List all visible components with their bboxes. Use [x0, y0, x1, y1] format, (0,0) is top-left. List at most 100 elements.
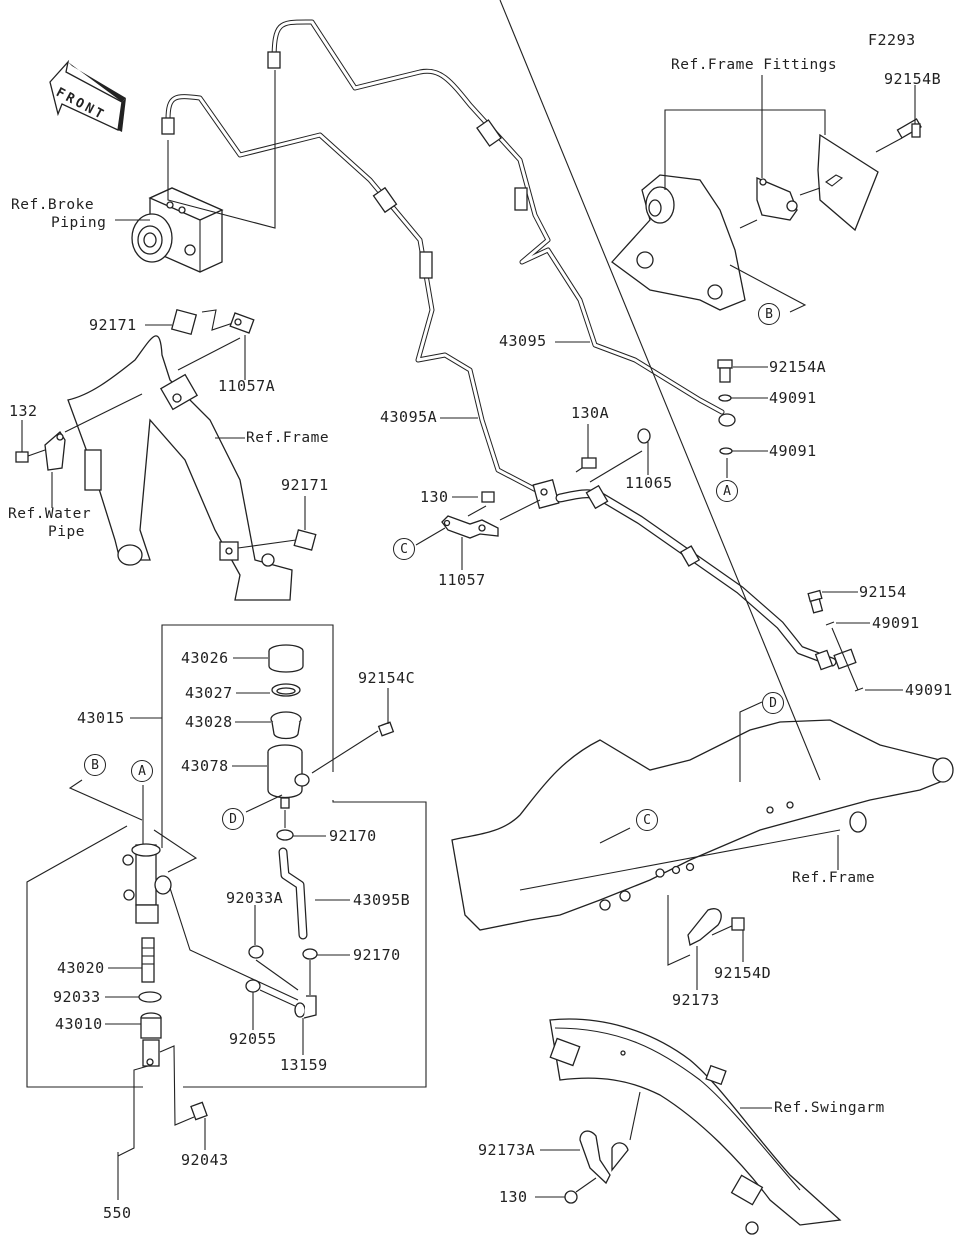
part-92154D[interactable]: 92154D: [714, 964, 772, 982]
bolt-130A-part: [575, 457, 597, 473]
grommet-11065-part: [637, 428, 651, 444]
clamp-92173-part: [687, 908, 722, 946]
leader-callout-B-lower-b: [153, 829, 198, 873]
diaphragm-43028-part: [270, 711, 302, 740]
part-43015[interactable]: 43015: [77, 709, 125, 727]
banjo-bolt-92154-part: [807, 589, 824, 614]
part-43095A[interactable]: 43095A: [380, 408, 438, 426]
part-49091-c[interactable]: 49091: [872, 614, 920, 632]
leader-92043-link: [159, 1045, 195, 1126]
leader-92154C-link: [311, 730, 379, 774]
leader-callout-B-top: [729, 264, 807, 313]
group-box-43015-left: [26, 825, 143, 1088]
washer-49091-c-part: [825, 621, 835, 626]
oring-92055-part: [245, 979, 261, 993]
bracket-11057-part: [441, 515, 499, 539]
part-43027[interactable]: 43027: [185, 684, 233, 702]
part-92033A[interactable]: 92033A: [226, 889, 284, 907]
leader-frame-fittings-group: [664, 109, 826, 190]
part-92170-b[interactable]: 92170: [353, 946, 401, 964]
part-11057A[interactable]: 11057A: [218, 377, 276, 395]
ref-brake-piping-line2: Piping: [51, 215, 107, 231]
part-49091-b[interactable]: 49091: [769, 442, 817, 460]
water-pipe-clip-part: [44, 431, 66, 471]
part-13159[interactable]: 13159: [280, 1056, 328, 1074]
banjo-bolt-92154A-part: [717, 359, 733, 383]
part-43095[interactable]: 43095: [499, 332, 547, 350]
leader-92033A-link: [255, 959, 299, 991]
part-43078[interactable]: 43078: [181, 757, 229, 775]
leader-130-bottom-link: [575, 1177, 597, 1193]
leader-callout-C-frame: [599, 827, 631, 844]
frame-upper-part: [67, 335, 293, 601]
leader-callout-B-lower-a: [68, 779, 143, 821]
leader-92173A-link: [629, 1091, 641, 1141]
part-11057[interactable]: 11057: [438, 571, 486, 589]
part-92154C[interactable]: 92154C: [358, 669, 416, 687]
ref-water-pipe-line1: Ref.Water: [8, 506, 92, 522]
part-49091-a[interactable]: 49091: [769, 389, 817, 407]
bolt-130-top-part: [481, 491, 495, 503]
frame-lower-part: [451, 0, 954, 931]
part-43010[interactable]: 43010: [55, 1015, 103, 1033]
ref-frame-fittings: Ref.Frame Fittings: [671, 57, 838, 73]
master-cylinder-part: [122, 843, 172, 924]
ref-frame-upper: Ref.Frame: [246, 430, 330, 446]
part-92170-a[interactable]: 92170: [329, 827, 377, 845]
leader-130-top-link: [467, 505, 487, 517]
part-92171-mid[interactable]: 92171: [281, 476, 329, 494]
part-92055[interactable]: 92055: [229, 1030, 277, 1048]
part-49091-d[interactable]: 49091: [905, 681, 953, 699]
part-550[interactable]: 550: [103, 1204, 132, 1222]
washer-49091-d-part: [854, 687, 864, 692]
push-rod-43010-part: [140, 1012, 162, 1067]
leader-132-link: [27, 449, 46, 457]
part-92171-top[interactable]: 92171: [89, 316, 137, 334]
part-130-top[interactable]: 130: [420, 488, 449, 506]
part-130-bottom[interactable]: 130: [499, 1188, 528, 1206]
bolt-130-bottom-part: [564, 1190, 578, 1204]
bolt-92154B-part: [896, 118, 922, 139]
leader-130A-link: [589, 450, 643, 483]
leader-92171-mid-link: [237, 539, 297, 549]
leader-callout-C-top: [415, 527, 446, 546]
leader-fittings-link2: [799, 187, 821, 196]
part-130A[interactable]: 130A: [571, 404, 610, 422]
leader-92055-link: [259, 989, 296, 1007]
callout-C-top: C: [393, 538, 415, 560]
part-92173[interactable]: 92173: [672, 991, 720, 1009]
leader-550-link: [117, 1065, 149, 1157]
part-43020[interactable]: 43020: [57, 959, 105, 977]
part-92033[interactable]: 92033: [53, 988, 101, 1006]
front-arrow-icon: [49, 59, 126, 132]
part-92154B[interactable]: 92154B: [884, 70, 942, 88]
reservoir-cap-43026-part: [268, 644, 304, 673]
bolt-132-part: [15, 451, 29, 463]
part-132[interactable]: 132: [9, 402, 38, 420]
ref-swingarm: Ref.Swingarm: [774, 1100, 885, 1116]
part-43095B[interactable]: 43095B: [353, 891, 411, 909]
leader-master-outlet: [169, 887, 299, 1001]
part-92173A[interactable]: 92173A: [478, 1141, 536, 1159]
leader-92173-link: [667, 895, 691, 966]
leader-water-pipe-link: [64, 393, 143, 433]
brake-pipe-upper: [161, 19, 725, 495]
abs-unit-part: [131, 187, 224, 273]
bolt-92154D-part: [731, 917, 745, 931]
callout-C-frame: C: [636, 809, 658, 831]
part-43026[interactable]: 43026: [181, 649, 229, 667]
leader-49091-axis: [831, 627, 859, 691]
part-43028[interactable]: 43028: [185, 713, 233, 731]
screw-92154C-part: [377, 721, 395, 737]
part-92043[interactable]: 92043: [181, 1151, 229, 1169]
group-box-43015-right: [183, 800, 427, 1088]
part-92154[interactable]: 92154: [859, 583, 907, 601]
leader-callout-D-lower: [245, 794, 283, 813]
fitting-13159-part: [294, 995, 317, 1019]
callout-D-frame: D: [762, 692, 784, 714]
washer-49091-b-part: [719, 447, 733, 455]
part-92154A[interactable]: 92154A: [769, 358, 827, 376]
callout-A-top: A: [716, 480, 738, 502]
ref-water-pipe-line2: Pipe: [48, 524, 85, 540]
part-11065[interactable]: 11065: [625, 474, 673, 492]
